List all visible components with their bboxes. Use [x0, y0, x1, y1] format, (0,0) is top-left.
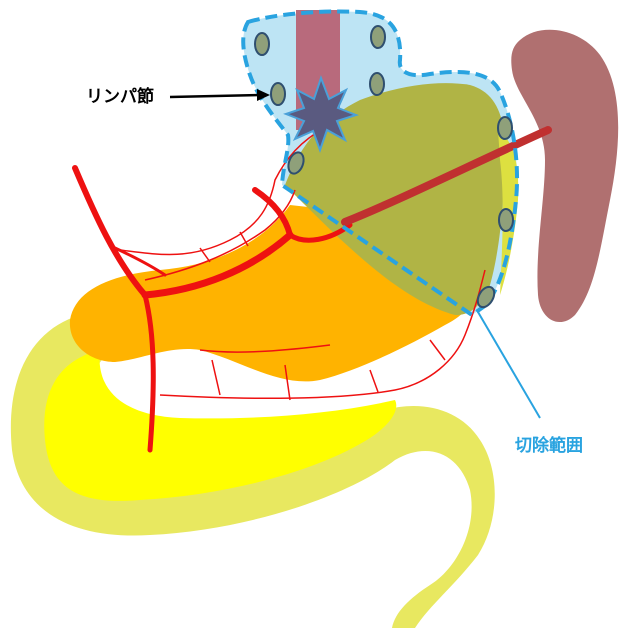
- lymph-pointer-arrowhead: [257, 89, 270, 101]
- lymph-node: [497, 116, 513, 140]
- lymph-nodes: [254, 25, 514, 309]
- lymph-node: [370, 25, 386, 49]
- lymph-node-label: リンパ節: [86, 87, 154, 107]
- lymph-node: [498, 208, 514, 232]
- spleen: [511, 29, 619, 323]
- minor-vessel-outlines: [119, 124, 486, 401]
- lymph-node: [254, 32, 270, 56]
- resection-range-label: 切除範囲: [515, 436, 583, 456]
- lymph-node: [270, 82, 286, 106]
- lymph-node: [287, 151, 305, 175]
- tumor: [283, 75, 360, 153]
- lymph-node: [476, 285, 496, 309]
- lymph-node: [369, 72, 385, 96]
- resection-pointer-line: [477, 311, 541, 419]
- lymph-pointer-line: [169, 93, 263, 99]
- splenic-artery: [341, 126, 552, 226]
- resection-boundary: [241, 9, 520, 318]
- duodenum-inner: [44, 350, 397, 501]
